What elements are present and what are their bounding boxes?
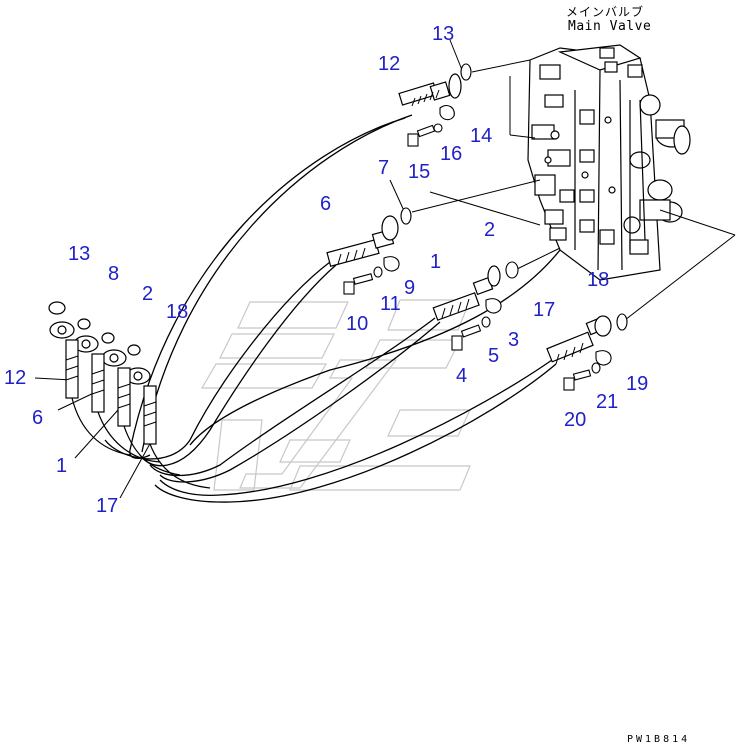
callout-19[interactable]: 19	[626, 373, 649, 395]
callout-13-left[interactable]: 13	[68, 243, 91, 265]
watermark-logo	[200, 299, 471, 491]
callout-6-right[interactable]: 6	[320, 193, 332, 215]
bolt-4	[451, 324, 482, 351]
callout-8[interactable]: 8	[108, 263, 120, 285]
callout-21[interactable]: 21	[596, 391, 619, 413]
callout-6-left[interactable]: 6	[32, 407, 44, 429]
callout-17-right[interactable]: 17	[533, 299, 556, 321]
left-hose-ends	[48, 301, 211, 489]
callout-2-left[interactable]: 2	[142, 283, 154, 305]
callout-12-top[interactable]: 12	[378, 53, 401, 75]
callout-1-left[interactable]: 1	[56, 455, 68, 477]
callout-15[interactable]: 15	[408, 161, 431, 183]
callout-4[interactable]: 4	[456, 365, 468, 387]
callout-1-right[interactable]: 1	[430, 251, 442, 273]
callout-18-left[interactable]: 18	[166, 301, 189, 323]
callout-5[interactable]: 5	[488, 345, 500, 367]
bolt-15	[407, 124, 436, 147]
hose-fitting-17	[546, 315, 612, 365]
callout-16[interactable]: 16	[440, 143, 463, 165]
hose-fitting-1	[432, 265, 501, 321]
bolt-20	[563, 369, 592, 391]
callout-10[interactable]: 10	[346, 313, 369, 335]
hose-fitting-12	[398, 73, 462, 107]
leader-lines	[34, 39, 736, 499]
hose-fitting-6	[326, 215, 399, 267]
main-valve-title-english: Main Valve	[568, 19, 652, 34]
callout-18-right[interactable]: 18	[587, 269, 610, 291]
callout-14[interactable]: 14	[470, 125, 493, 147]
callout-11[interactable]: 11	[380, 293, 401, 315]
main-valve-body	[527, 44, 691, 281]
callout-7[interactable]: 7	[378, 157, 390, 179]
callout-13-top[interactable]: 13	[432, 23, 455, 45]
callout-2-right[interactable]: 2	[484, 219, 496, 241]
callout-20[interactable]: 20	[564, 409, 587, 431]
callout-3[interactable]: 3	[508, 329, 520, 351]
bolt-10	[343, 273, 374, 295]
callout-12-left[interactable]: 12	[4, 367, 27, 389]
drawing-code: PW1B814	[627, 734, 691, 745]
small-parts	[343, 63, 628, 391]
callout-17-left[interactable]: 17	[96, 495, 119, 517]
callout-9[interactable]: 9	[404, 277, 416, 299]
main-valve-title-japanese: メインバルブ	[566, 5, 645, 19]
